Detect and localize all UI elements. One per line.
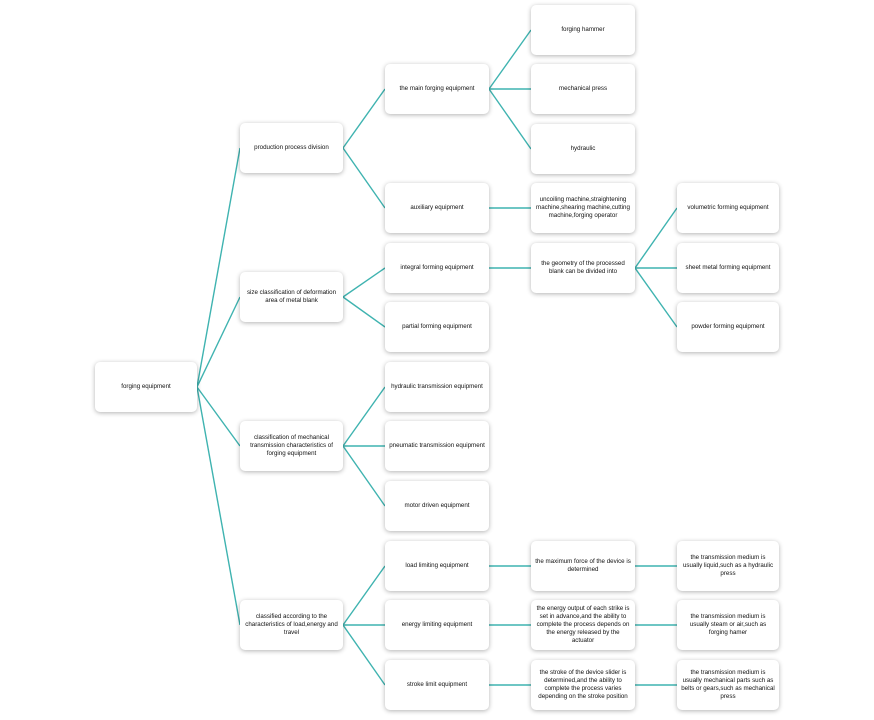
node-auxiliary-detail: uncoiling machine,straightening machine,… [531,183,635,233]
node-size-classification: size classification of deformation area … [240,272,343,322]
node-forging-hammer: forging hammer [531,5,635,55]
node-hydraulic: hydraulic [531,124,635,174]
node-transmission-classification: classification of mechanical transmissio… [240,421,343,471]
node-motor-driven: motor driven equipment [385,481,489,531]
node-stroke-limit: stroke limit equipment [385,660,489,710]
node-partial-forming: partial forming equipment [385,302,489,352]
node-max-force: the maximum force of the device is deter… [531,541,635,591]
node-energy-limiting: energy limiting equipment [385,600,489,650]
node-production-process: production process division [240,123,343,173]
node-sheet-metal-forming: sheet metal forming equipment [677,243,779,293]
node-integral-forming: integral forming equipment [385,243,489,293]
node-geometry: the geometry of the processed blank can … [531,243,635,293]
node-mechanical-medium: the transmission medium is usually mecha… [677,660,779,710]
node-auxiliary: auxiliary equipment [385,183,489,233]
node-stroke-description: the stroke of the device slider is deter… [531,660,635,710]
node-steam-medium: the transmission medium is usually steam… [677,600,779,650]
node-main-forging: the main forging equipment [385,64,489,114]
node-load-classification: classified according to the characterist… [240,600,343,650]
node-powder-forming: powder forming equipment [677,302,779,352]
node-pneumatic-transmission: pneumatic transmission equipment [385,421,489,471]
node-mechanical-press: mechanical press [531,64,635,114]
node-load-limiting: load limiting equipment [385,541,489,591]
node-hydraulic-transmission: hydraulic transmission equipment [385,362,489,412]
node-liquid-medium: the transmission medium is usually liqui… [677,541,779,591]
node-root: forging equipment [95,362,197,412]
node-volumetric-forming: volumetric forming equipment [677,183,779,233]
node-energy-output: the energy output of each strike is set … [531,600,635,650]
